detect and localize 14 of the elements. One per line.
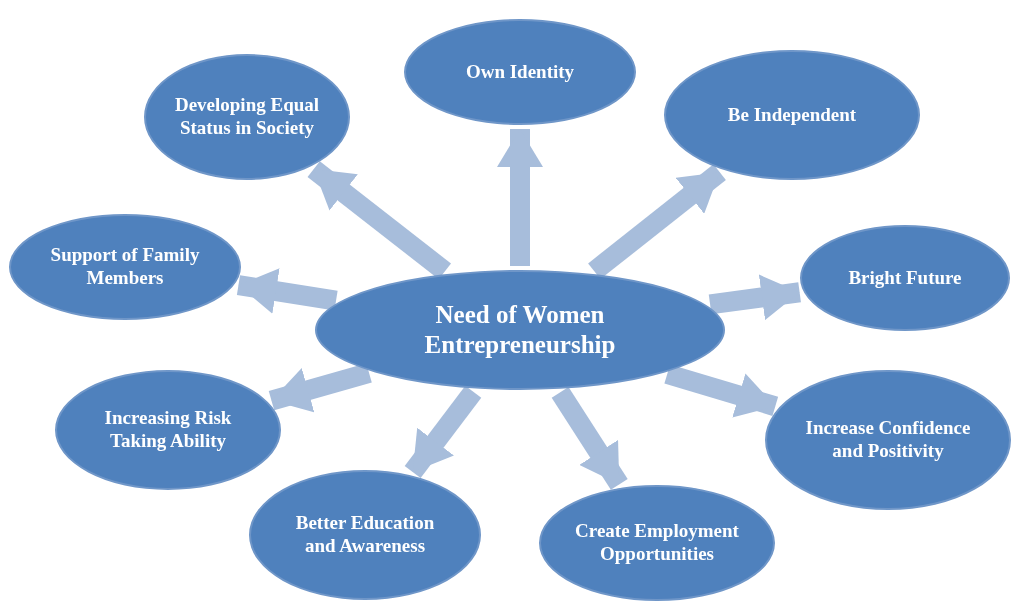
node-text: Increasing Risk Taking Ability: [103, 407, 233, 453]
block-arrow: [236, 268, 338, 314]
node-text: Be Independent: [727, 103, 857, 127]
node-text: Own Identity: [465, 60, 575, 84]
node-text: Need of Women Entrepreneurship: [423, 300, 617, 360]
node-text: Better Education and Awareness: [294, 512, 436, 558]
block-arrow: [708, 274, 801, 321]
node-text: Support of Family Members: [49, 244, 201, 290]
block-arrow: [268, 363, 372, 413]
node-text: Increase Confidence and Positivity: [804, 417, 972, 463]
node-text: Bright Future: [848, 266, 962, 290]
node-text: Create Employment Opportunities: [574, 520, 740, 566]
node-text: Developing Equal Status in Society: [174, 94, 320, 140]
block-arrow: [497, 129, 543, 266]
